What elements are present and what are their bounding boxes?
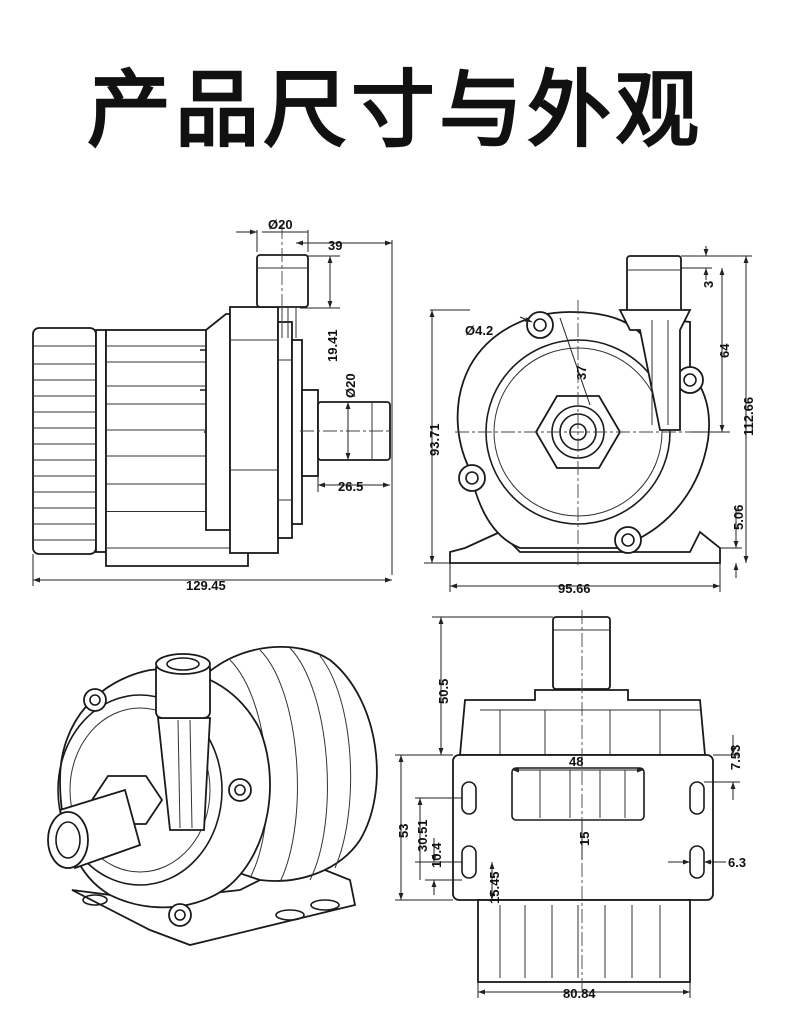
dim-112-66: 112.66: [741, 397, 756, 436]
dim-26-5: 26.5: [338, 479, 363, 494]
dim-48: 48: [569, 754, 583, 769]
dim-30-51: 30.51: [415, 819, 430, 852]
dim-15-45: 15.45: [487, 871, 502, 904]
dim-95-66: 95.66: [558, 581, 591, 596]
side-view: [32, 225, 392, 567]
dim-64: 64: [717, 343, 732, 358]
dim-39: 39: [328, 238, 342, 253]
isometric-view: [47, 646, 378, 946]
dim-15: 15: [577, 832, 592, 846]
dim-80-84: 80.84: [563, 986, 596, 1001]
dim-50-5: 50.5: [436, 679, 451, 704]
dim-inlet-diameter: Ø20: [343, 373, 358, 398]
front-view: [449, 255, 721, 565]
dim-length-129-45: 129.45: [186, 578, 226, 593]
bottom-view: [452, 610, 714, 990]
dim-outlet-diameter: Ø20: [268, 217, 293, 232]
dim-6-3: 6.3: [728, 855, 746, 870]
dim-37: 37: [574, 366, 589, 380]
front-view-dimensions: Ø4.2 37 3 64 112.66 93.71 5.06 95.66: [424, 246, 756, 596]
dim-53: 53: [396, 824, 411, 838]
dim-3: 3: [701, 281, 716, 288]
dim-hole-4-2: Ø4.2: [465, 323, 493, 338]
bottom-view-dimensions: 50.5 7.53 48 15 53 30.51 10.4 15.45 6.3 …: [395, 616, 746, 1001]
dim-10-4: 10.4: [429, 842, 444, 868]
dim-93-71: 93.71: [427, 423, 442, 456]
page-title: 产品尺寸与外观: [86, 61, 703, 159]
dim-5-06: 5.06: [731, 505, 746, 530]
dim-7-53: 7.53: [728, 745, 743, 770]
side-view-dimensions: Ø20 39 19.41 Ø20 26.5 129.45: [32, 217, 393, 593]
dim-19-41: 19.41: [325, 329, 340, 362]
